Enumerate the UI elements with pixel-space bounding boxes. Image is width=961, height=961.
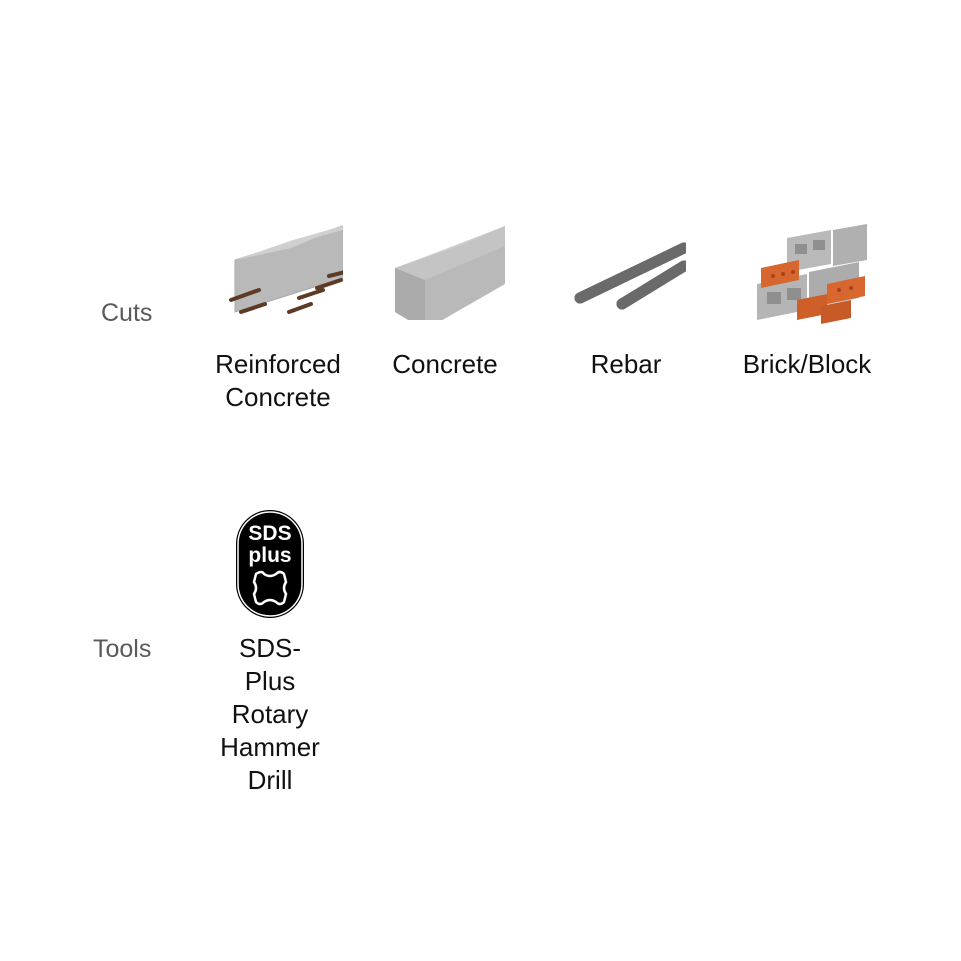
cuts-row-label: Cuts [101, 299, 153, 327]
cut-item-reinforced-concrete: Reinforced Concrete [198, 220, 358, 414]
rebar-icon [574, 242, 686, 310]
sds-badge-text: SDS [248, 522, 291, 545]
tool-label-line: Drill [247, 765, 293, 795]
cut-label-line: Rebar [590, 349, 662, 379]
cut-item-brick-block: Brick/Block [730, 220, 884, 381]
tool-label-line: Hammer [220, 732, 320, 762]
tool-label-line: Rotary [231, 699, 309, 729]
brick-block-icon [757, 224, 867, 324]
reinforced-concrete-icon [229, 225, 343, 314]
cut-label-line: Brick/Block [742, 349, 872, 379]
cut-label-line: Reinforced [215, 349, 341, 379]
cut-label-line: Concrete [392, 349, 498, 379]
sds-plus-badge-icon: SDS plus [236, 510, 304, 618]
tools-row-label: Tools [93, 635, 152, 663]
tool-label-line: Plus [244, 666, 296, 696]
tool-label-line: SDS- [238, 633, 302, 663]
plus-badge-text: plus [248, 544, 291, 567]
concrete-block-icon [395, 226, 505, 320]
cut-item-rebar: Rebar [566, 220, 686, 381]
cut-item-concrete: Concrete [378, 220, 512, 381]
cut-label-line: Concrete [225, 382, 331, 412]
tool-item-sds-plus: SDS plus SDS- Plus Rotary Hammer Drill [208, 508, 332, 797]
